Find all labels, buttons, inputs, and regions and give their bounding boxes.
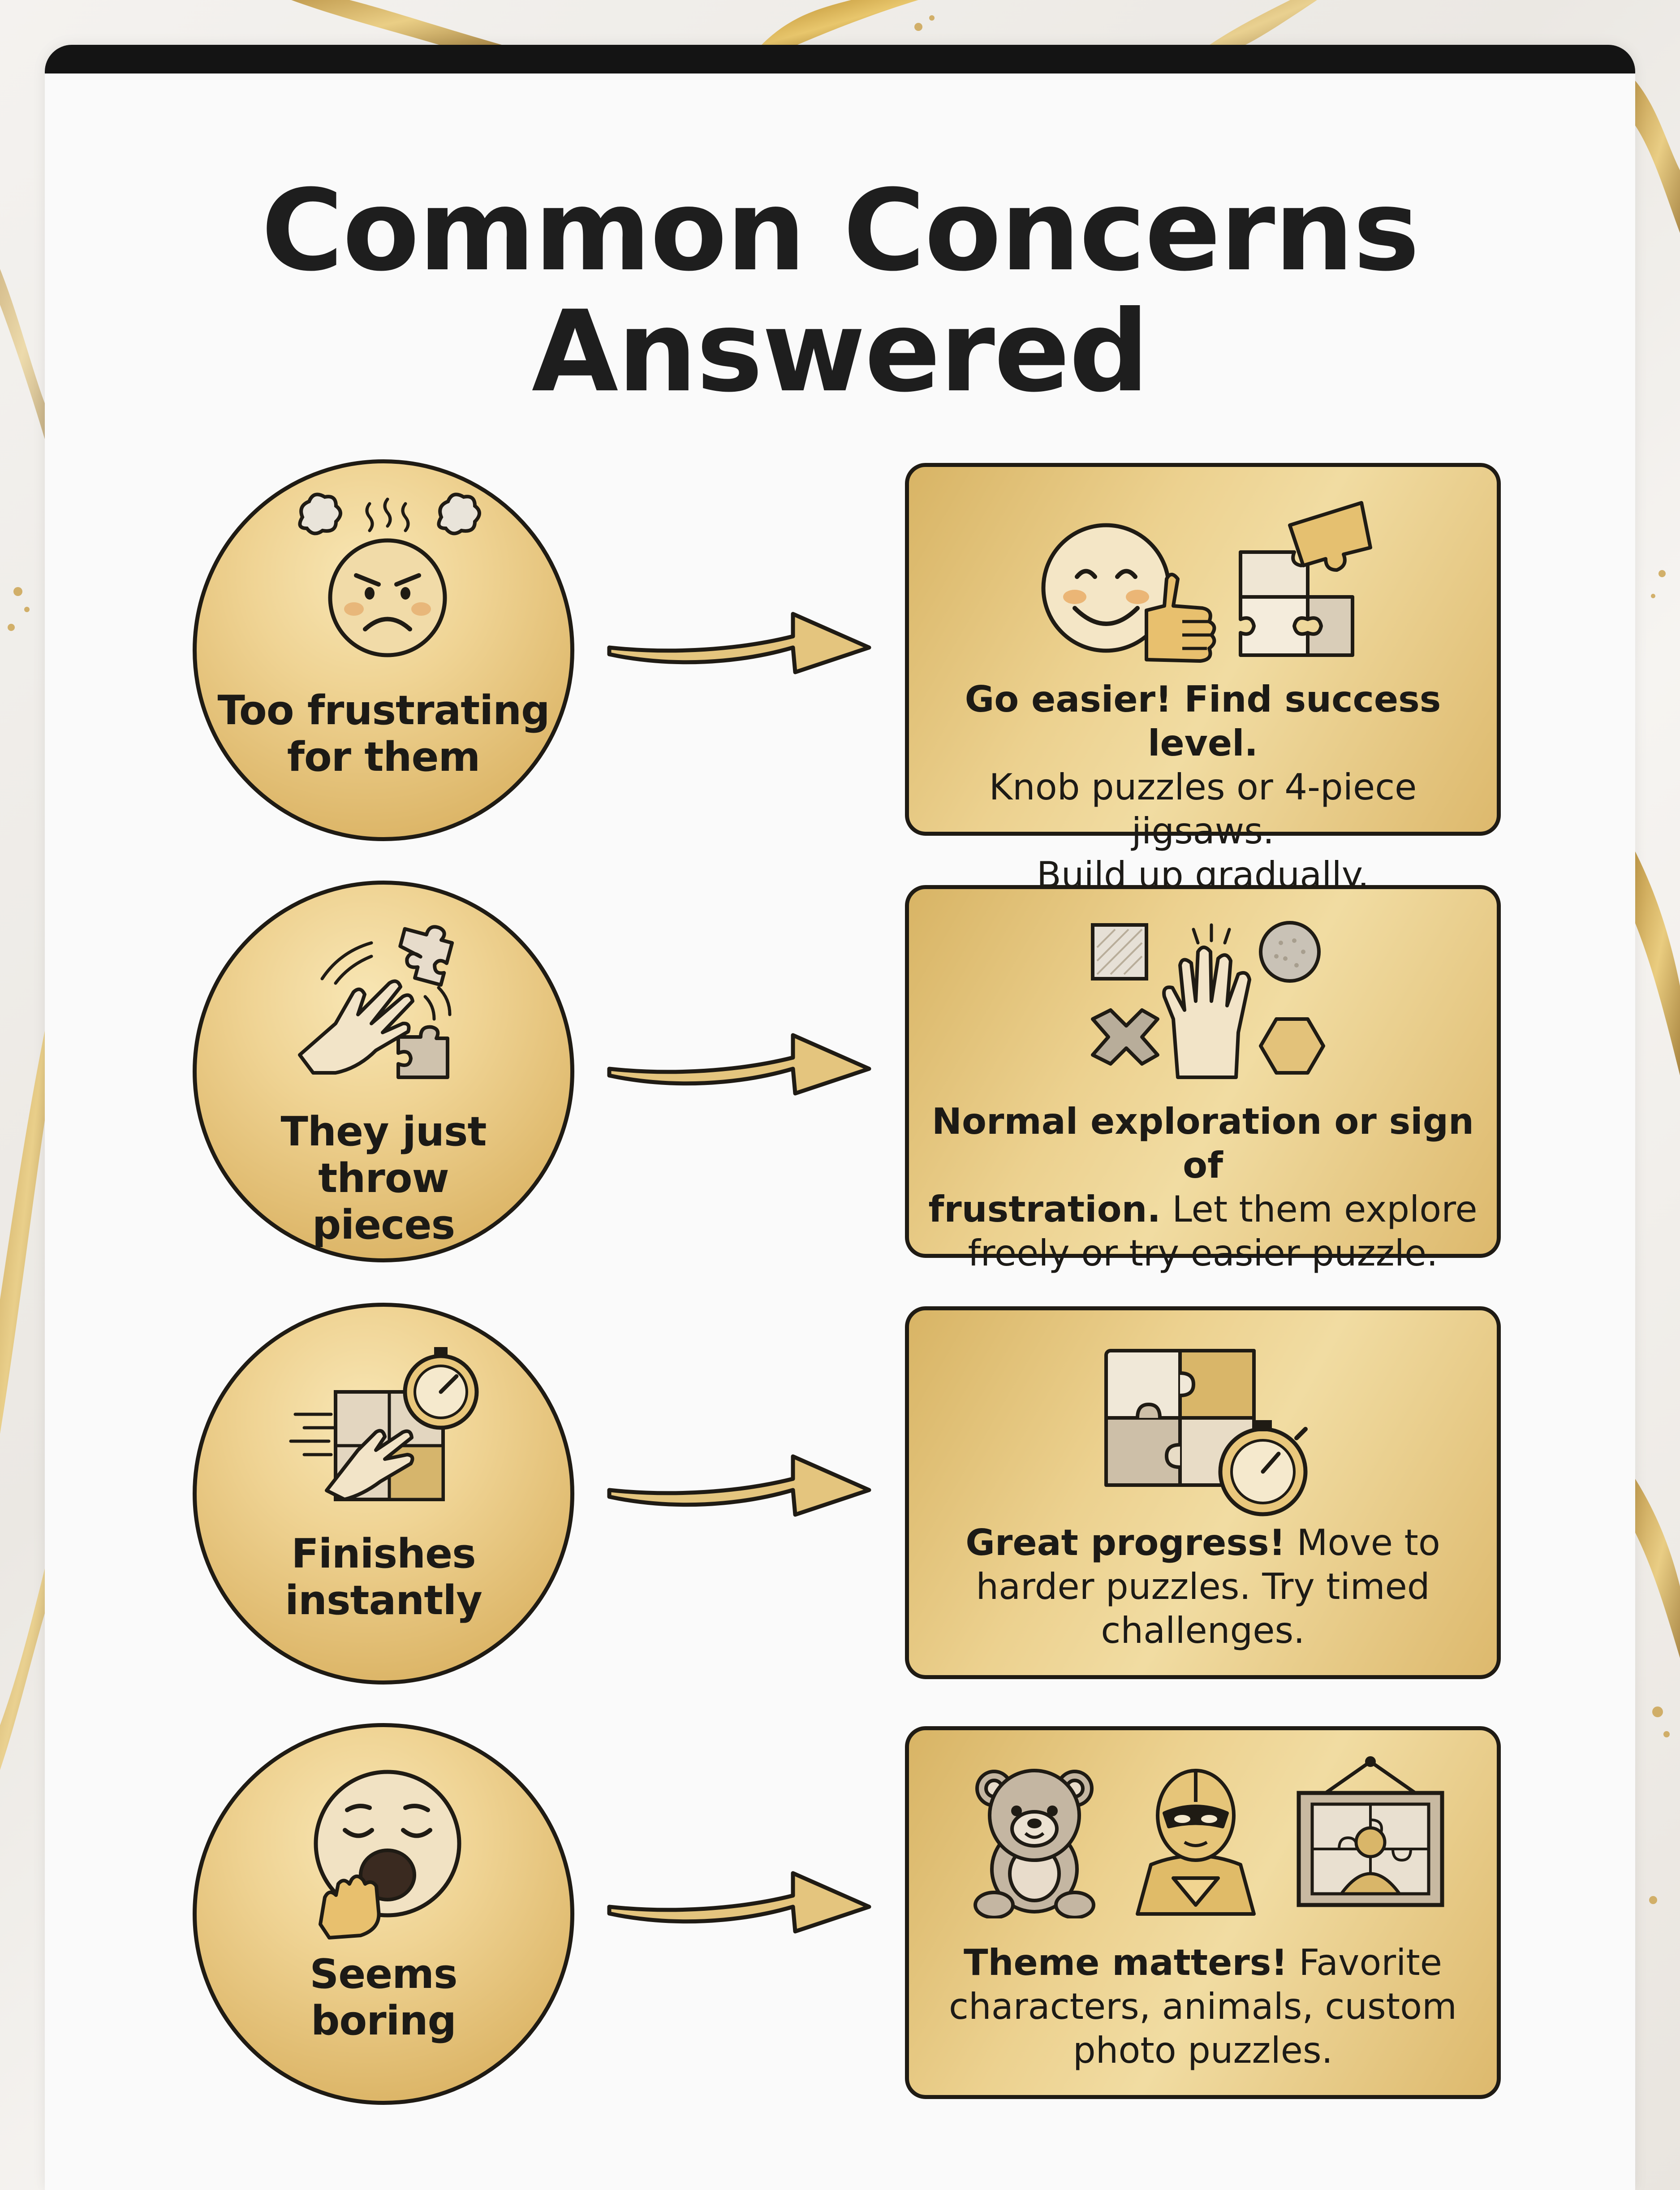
answer-line-2: characters, animals, custom (949, 1986, 1457, 2027)
angry-face-icon (298, 492, 481, 657)
stopwatch-icon (1218, 1420, 1308, 1516)
answer-line-1: Theme matters! Favorite (963, 1942, 1442, 1983)
concern-label-line-1: Finishes (291, 1530, 476, 1577)
concern-label-line-1: They just throw (280, 1108, 487, 1202)
throwing-hand-icon (298, 925, 454, 1079)
concern-label-line-2: instantly (285, 1577, 482, 1624)
smiley-thumbs-up-icon (1041, 523, 1216, 663)
concern-label-line-1: Too frustrating (217, 687, 550, 734)
title-line-1: Common Concerns (261, 165, 1420, 296)
answer-line-3: photo puzzles. (1073, 2030, 1333, 2071)
circle-shape-icon (1259, 921, 1321, 983)
yawning-face-icon (314, 1770, 461, 1939)
answer-card-exploration: Normal exploration or sign of frustratio… (905, 885, 1501, 1274)
arrow-icon (607, 612, 871, 674)
answer-bold-line: Normal exploration or sign of (932, 1101, 1474, 1186)
puzzle-board-stopwatch-icon (1104, 1349, 1308, 1516)
shapes-and-hand-icon (1091, 921, 1325, 1079)
superhero-icon (1136, 1769, 1256, 1916)
answer-card-theme-matters: Theme matters! Favorite characters, anim… (905, 1726, 1501, 2099)
answer-line-3: freely or try easier puzzle. (968, 1232, 1438, 1274)
arrow-icon (607, 1033, 871, 1096)
photo-puzzle-frame-icon (1297, 1756, 1444, 1907)
answer-line-1: Great progress! Move to (965, 1522, 1440, 1564)
arrow-icon (607, 1871, 871, 1934)
square-shape-icon (1091, 923, 1148, 981)
concern-label-line-2: for them (287, 734, 481, 781)
hexagon-shape-icon (1259, 1017, 1325, 1075)
concern-circle-seems-boring: Seems boring (193, 1723, 574, 2105)
teddy-bear-icon (974, 1769, 1095, 1918)
arrow-icon (607, 1454, 871, 1517)
answer-card-go-easier: Go easier! Find success level. Knob puzz… (905, 463, 1501, 896)
answer-line-3: challenges. (1101, 1610, 1305, 1651)
concern-label-line-1: Seems (310, 1951, 457, 1998)
answer-bold-line: Go easier! Find success level. (965, 678, 1441, 764)
puzzle-board-icon (1104, 1349, 1256, 1487)
open-hand-icon (1162, 946, 1251, 1079)
top-bar (45, 45, 1635, 73)
answer-card-great-progress: Great progress! Move to harder puzzles. … (905, 1306, 1501, 1679)
x-shape-icon (1091, 1008, 1159, 1066)
answer-line-2: Knob puzzles or 4-piece jigsaws. (989, 766, 1417, 852)
concern-circle-frustrating: Too frustrating for them (193, 459, 574, 841)
jigsaw-puzzle-icon (1239, 501, 1372, 657)
concern-circle-finishes-instantly: Finishes instantly (193, 1303, 574, 1685)
concern-label-line-2: boring (311, 1997, 457, 2044)
answer-line-2: frustration. Let them explore (928, 1188, 1478, 1230)
title-line-2: Answered (531, 286, 1150, 417)
answer-line-2: harder puzzles. Try timed (976, 1566, 1430, 1607)
page-title: Common Concerns Answered (0, 170, 1680, 412)
concern-label-line-2: pieces (312, 1201, 455, 1248)
fast-puzzle-stopwatch-icon (289, 1347, 479, 1501)
concern-circle-throw-pieces: They just throw pieces (193, 881, 574, 1262)
